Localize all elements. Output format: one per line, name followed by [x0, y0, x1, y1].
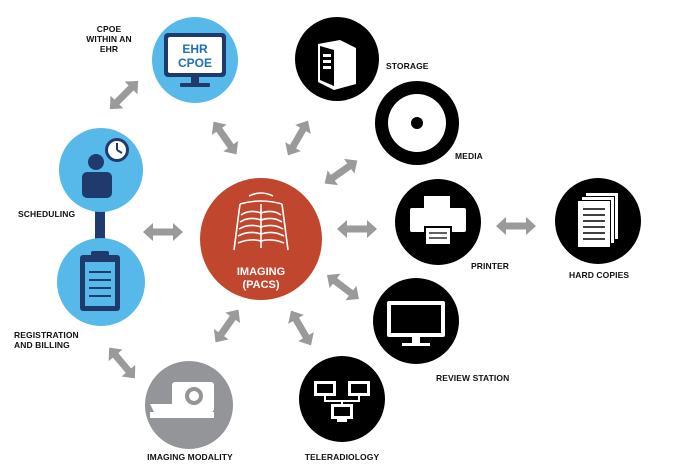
arrow-cpoe-hub	[206, 116, 244, 160]
label-imaging-modality: IMAGING MODALITY	[147, 452, 233, 462]
arrow-registration-modality	[102, 341, 142, 385]
arrow-hub-modality	[208, 304, 246, 348]
hub-title: IMAGING	[237, 266, 285, 278]
monitor-icon	[387, 301, 445, 346]
clock-icon	[105, 138, 129, 162]
storage-node	[295, 17, 379, 101]
teleradiology-node	[299, 356, 385, 442]
person-icon	[82, 154, 112, 198]
arrow-media-hub	[319, 153, 363, 191]
imaging-pacs-hub: IMAGING (PACS)	[200, 178, 322, 300]
ct-scanner-icon	[150, 382, 214, 418]
xray-torso-icon	[233, 192, 289, 251]
scheduling-registration-connector	[95, 190, 105, 250]
ehr-screen-text: EHR	[182, 42, 208, 56]
label-scheduling: SCHEDULING	[18, 209, 76, 219]
label-review-station: REVIEW STATION	[436, 373, 510, 383]
server-tower-icon	[318, 40, 356, 90]
document-stack-icon	[578, 193, 618, 247]
label-teleradiology: TELERADIOLOGY	[304, 452, 380, 462]
label-media: MEDIA	[455, 151, 483, 161]
arrow-scheduling-hub	[143, 223, 183, 241]
networked-monitors-icon	[314, 381, 370, 422]
arrow-hub-printer	[337, 220, 377, 238]
arrow-storage-hub	[280, 116, 316, 160]
scheduling-node	[59, 128, 143, 212]
label-cpoe-within-ehr: CPOE WITHIN AN EHR	[86, 24, 132, 54]
hub-subtitle: (PACS)	[242, 279, 279, 291]
printer-node	[395, 179, 481, 265]
label-printer: PRINTER	[471, 261, 510, 271]
review-station-node	[373, 278, 459, 364]
label-registration-and-billing: REGISTRATION AND BILLING	[14, 330, 79, 350]
printer-icon	[410, 196, 466, 244]
label-hard-copies: HARD COPIES	[569, 270, 630, 280]
registration-node	[57, 238, 145, 326]
cpoe-screen-text: CPOE	[178, 56, 212, 70]
hard-copies-node	[555, 178, 641, 264]
arrow-cpoe-scheduling	[103, 74, 145, 116]
clipboard-icon	[80, 251, 120, 311]
cpoe-node: EHR CPOE	[152, 17, 238, 103]
label-storage: STORAGE	[386, 61, 429, 71]
imaging-modality-node	[145, 361, 233, 449]
arrow-printer-hardcopies	[496, 217, 536, 235]
arrow-hub-teleradiology	[283, 306, 319, 350]
media-node	[375, 81, 459, 165]
arrow-hub-review	[321, 267, 365, 307]
